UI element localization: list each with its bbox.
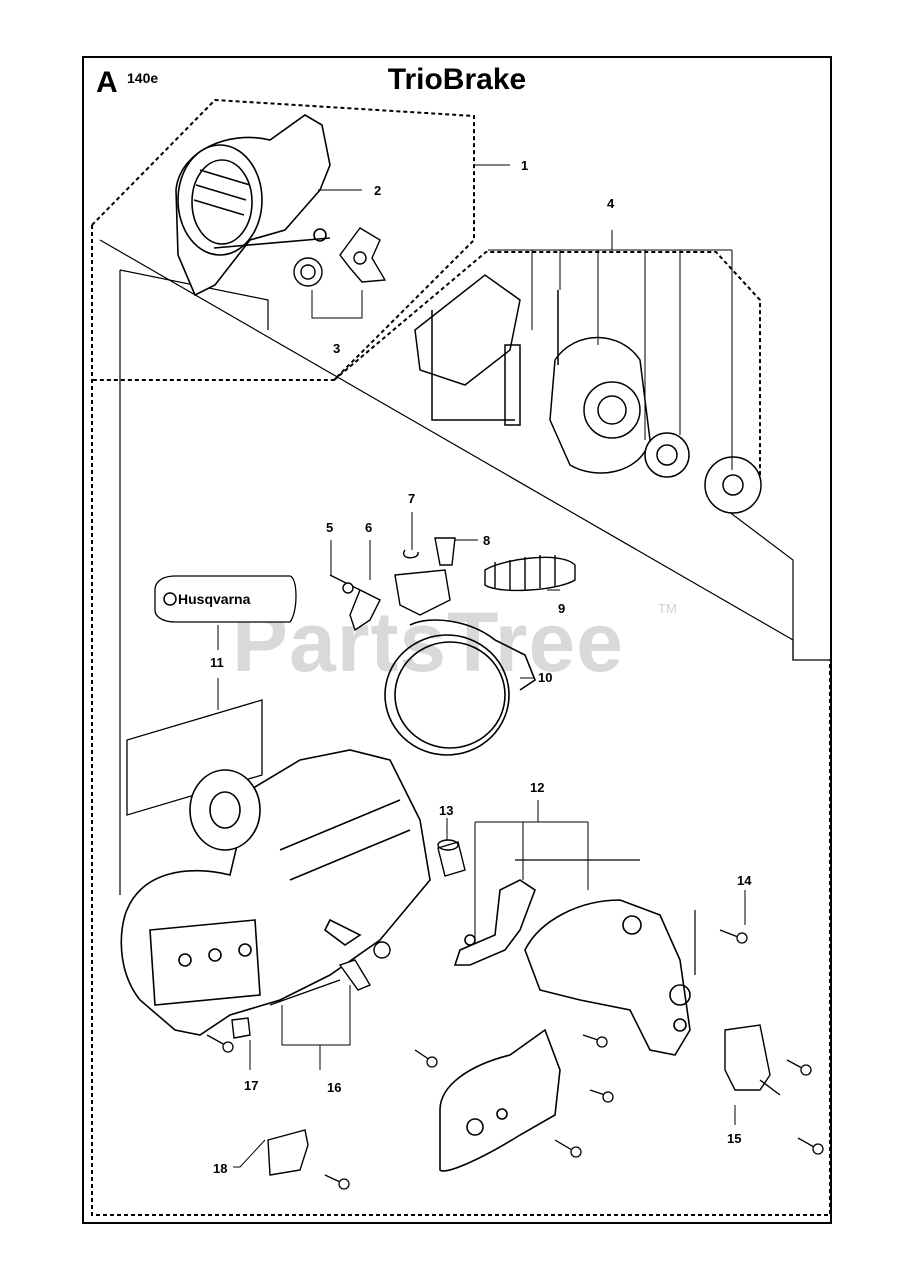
- brand-logo-icon: [163, 592, 177, 606]
- callout-10: 10: [538, 670, 552, 685]
- callout-1: 1: [521, 158, 528, 173]
- callout-4: 4: [607, 196, 615, 211]
- callout-14: 14: [737, 873, 752, 888]
- brake-handle-part: [175, 114, 331, 297]
- callout-numbers: 1 2 3 4 5 6 7 8 9 10 11 12 13 14 15 16 1…: [210, 158, 752, 1176]
- small-fasteners: [231, 1017, 309, 1176]
- bushing-part: [437, 839, 466, 877]
- callout-8: 8: [483, 533, 490, 548]
- callout-18: 18: [213, 1161, 227, 1176]
- guide-lines: [99, 239, 830, 975]
- callout-7: 7: [408, 491, 415, 506]
- callout-9: 9: [558, 601, 565, 616]
- callout-11: 11: [210, 655, 224, 670]
- callout-2: 2: [374, 183, 381, 198]
- brake-cam-part: [724, 1024, 781, 1096]
- callout-17: 17: [244, 1078, 258, 1093]
- trigger-hardware: [329, 537, 576, 632]
- callout-16: 16: [327, 1080, 341, 1095]
- decal-brand-text: Husqvarna: [178, 591, 251, 607]
- callout-13: 13: [439, 803, 453, 818]
- decal-parts: [126, 575, 297, 816]
- screws: [206, 929, 824, 1190]
- chain-guard-bracket: [453, 879, 691, 1056]
- callout-15: 15: [727, 1131, 741, 1146]
- model-label: 140e: [127, 70, 159, 86]
- clutch-cover-housing: [120, 749, 431, 1036]
- assembly-boundary-1: [91, 98, 831, 1216]
- callout-5: 5: [326, 520, 333, 535]
- callout-3: 3: [333, 341, 340, 356]
- brake-band: [384, 619, 536, 756]
- watermark-trademark: TM: [658, 601, 677, 616]
- guide-bar-plate: [439, 1028, 561, 1172]
- shaft-assembly: [269, 941, 391, 1006]
- leader-lines: [217, 164, 746, 1168]
- callout-12: 12: [530, 780, 544, 795]
- sprocket-part: [293, 227, 387, 287]
- page-title: TrioBrake: [387, 63, 527, 96]
- section-letter: A: [96, 66, 118, 99]
- callout-6: 6: [365, 520, 372, 535]
- brake-spring-housing: [414, 274, 762, 514]
